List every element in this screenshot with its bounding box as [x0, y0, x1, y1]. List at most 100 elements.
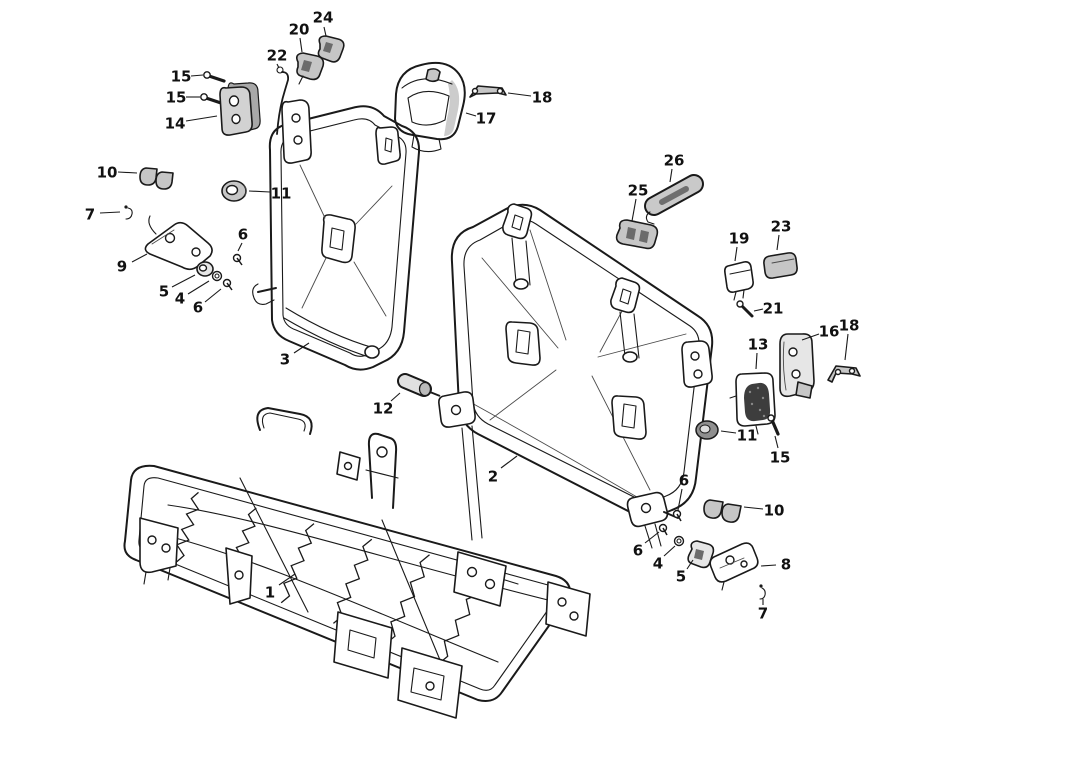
part-20-clip — [296, 52, 325, 85]
part-14-side-bracket — [219, 82, 261, 136]
callout-label-15: 15 — [171, 67, 192, 85]
callout-leader-line-11 — [248, 190, 271, 193]
callout-label-10: 10 — [97, 163, 118, 181]
part-6-screw-left-1 — [232, 253, 243, 266]
callout-leader-line-10 — [117, 171, 138, 174]
callout-label-10: 10 — [764, 501, 785, 519]
part-7-clip-right — [759, 584, 766, 600]
callout-label-16: 16 — [819, 322, 840, 340]
callout-leader-line-11 — [720, 430, 737, 434]
part-9-hinge-bracket — [144, 215, 213, 271]
callout-leader-line-21 — [753, 308, 764, 312]
callout-leader-line-6 — [237, 242, 243, 252]
callout-leader-line-5 — [686, 559, 694, 570]
callout-label-5: 5 — [159, 282, 169, 300]
part-12-spacer-sleeve — [397, 373, 441, 397]
part-18-strap-bracket-top — [469, 85, 507, 98]
part-7-clip-left — [124, 205, 133, 220]
seat-spring-wire — [280, 523, 315, 604]
callout-leader-line-13 — [755, 352, 758, 370]
callout-leader-line-2 — [500, 455, 518, 469]
callout-label-11: 11 — [271, 184, 292, 202]
callout-label-2: 2 — [488, 467, 498, 485]
callout-label-17: 17 — [476, 109, 497, 127]
callout-label-24: 24 — [313, 8, 334, 26]
part-5-bushing-left — [196, 261, 214, 277]
part-16-side-cover-bracket — [779, 333, 815, 399]
callout-label-18: 18 — [839, 316, 860, 334]
part-15-screw-top-2 — [200, 93, 223, 105]
callout-label-18: 18 — [532, 88, 553, 106]
callout-label-19: 19 — [729, 229, 750, 247]
part-10-hook-clips-left — [139, 167, 174, 190]
callout-label-22: 22 — [267, 46, 288, 64]
part-15-screw-right — [767, 414, 780, 436]
callout-label-9: 9 — [117, 257, 127, 275]
callout-leader-line-9 — [131, 253, 148, 263]
callout-label-6: 6 — [633, 541, 643, 559]
part-23-cover-cap — [763, 252, 798, 279]
callout-leader-line-4 — [187, 280, 210, 295]
callout-leader-line-5 — [171, 274, 196, 288]
part-11-grommet-right — [695, 420, 719, 440]
callout-leader-line-18 — [507, 92, 532, 97]
callout-leader-line-16 — [801, 333, 820, 341]
part-11-grommet-left — [221, 180, 247, 202]
callout-leader-line-10 — [743, 506, 764, 510]
seat-spring-wire — [332, 538, 373, 624]
part-15-screw-top-1 — [203, 71, 226, 83]
callout-leader-line-19 — [734, 246, 738, 262]
callout-label-1: 1 — [265, 583, 275, 601]
part-8-bracket — [709, 542, 759, 591]
callout-label-7: 7 — [758, 604, 768, 622]
callout-label-8: 8 — [781, 555, 791, 573]
callout-leader-line-12 — [390, 392, 401, 402]
callout-label-25: 25 — [628, 181, 649, 199]
callout-leader-line-17 — [465, 112, 477, 117]
callout-leader-line-14 — [185, 115, 218, 122]
part-17-headrest-guard — [394, 61, 466, 153]
callout-label-20: 20 — [289, 20, 310, 38]
callout-leader-line-1 — [278, 573, 296, 586]
callout-label-11: 11 — [737, 426, 758, 444]
callout-leader-line-15 — [190, 74, 204, 77]
callout-label-21: 21 — [763, 299, 784, 317]
callout-label-13: 13 — [748, 335, 769, 353]
callout-leader-line-15 — [774, 435, 779, 449]
seat-spring-wire — [175, 491, 200, 563]
callout-label-12: 12 — [373, 399, 394, 417]
callout-leader-line-6 — [677, 488, 683, 511]
callout-leader-line-4 — [663, 545, 676, 557]
part-6-screw-right-2 — [658, 523, 668, 536]
callout-label-15: 15 — [166, 88, 187, 106]
callout-leader-line-25 — [631, 198, 637, 222]
part-3-seat-back-frame-left — [252, 99, 421, 371]
callout-label-15: 15 — [770, 448, 791, 466]
callout-leader-line-26 — [669, 168, 673, 183]
callout-leader-line-8 — [760, 564, 777, 567]
part-22-tension-rod — [276, 66, 290, 135]
callout-label-6: 6 — [238, 225, 248, 243]
part-10-hook-clips-right — [703, 499, 742, 523]
callout-leader-line-18 — [844, 333, 849, 361]
part-1-seat-base-frame — [123, 407, 591, 719]
callout-label-26: 26 — [664, 151, 685, 169]
part-25-guide-bracket — [615, 219, 659, 250]
callout-label-3: 3 — [280, 350, 290, 368]
part-26-release-handle — [644, 174, 704, 225]
callout-leader-line-3 — [293, 342, 310, 354]
callout-label-4: 4 — [653, 554, 663, 572]
part-6-screw-right-1 — [672, 509, 682, 522]
callout-leader-line-22 — [276, 63, 280, 69]
callout-leader-line-24 — [323, 26, 327, 37]
part-24-clip — [317, 35, 345, 63]
callout-label-23: 23 — [771, 217, 792, 235]
callout-leader-line-23 — [776, 234, 780, 251]
part-19-lock-housing — [724, 261, 754, 301]
part-18-strap-bracket-right — [827, 365, 861, 383]
callout-label-5: 5 — [676, 567, 686, 585]
part-21-screw — [736, 300, 754, 318]
